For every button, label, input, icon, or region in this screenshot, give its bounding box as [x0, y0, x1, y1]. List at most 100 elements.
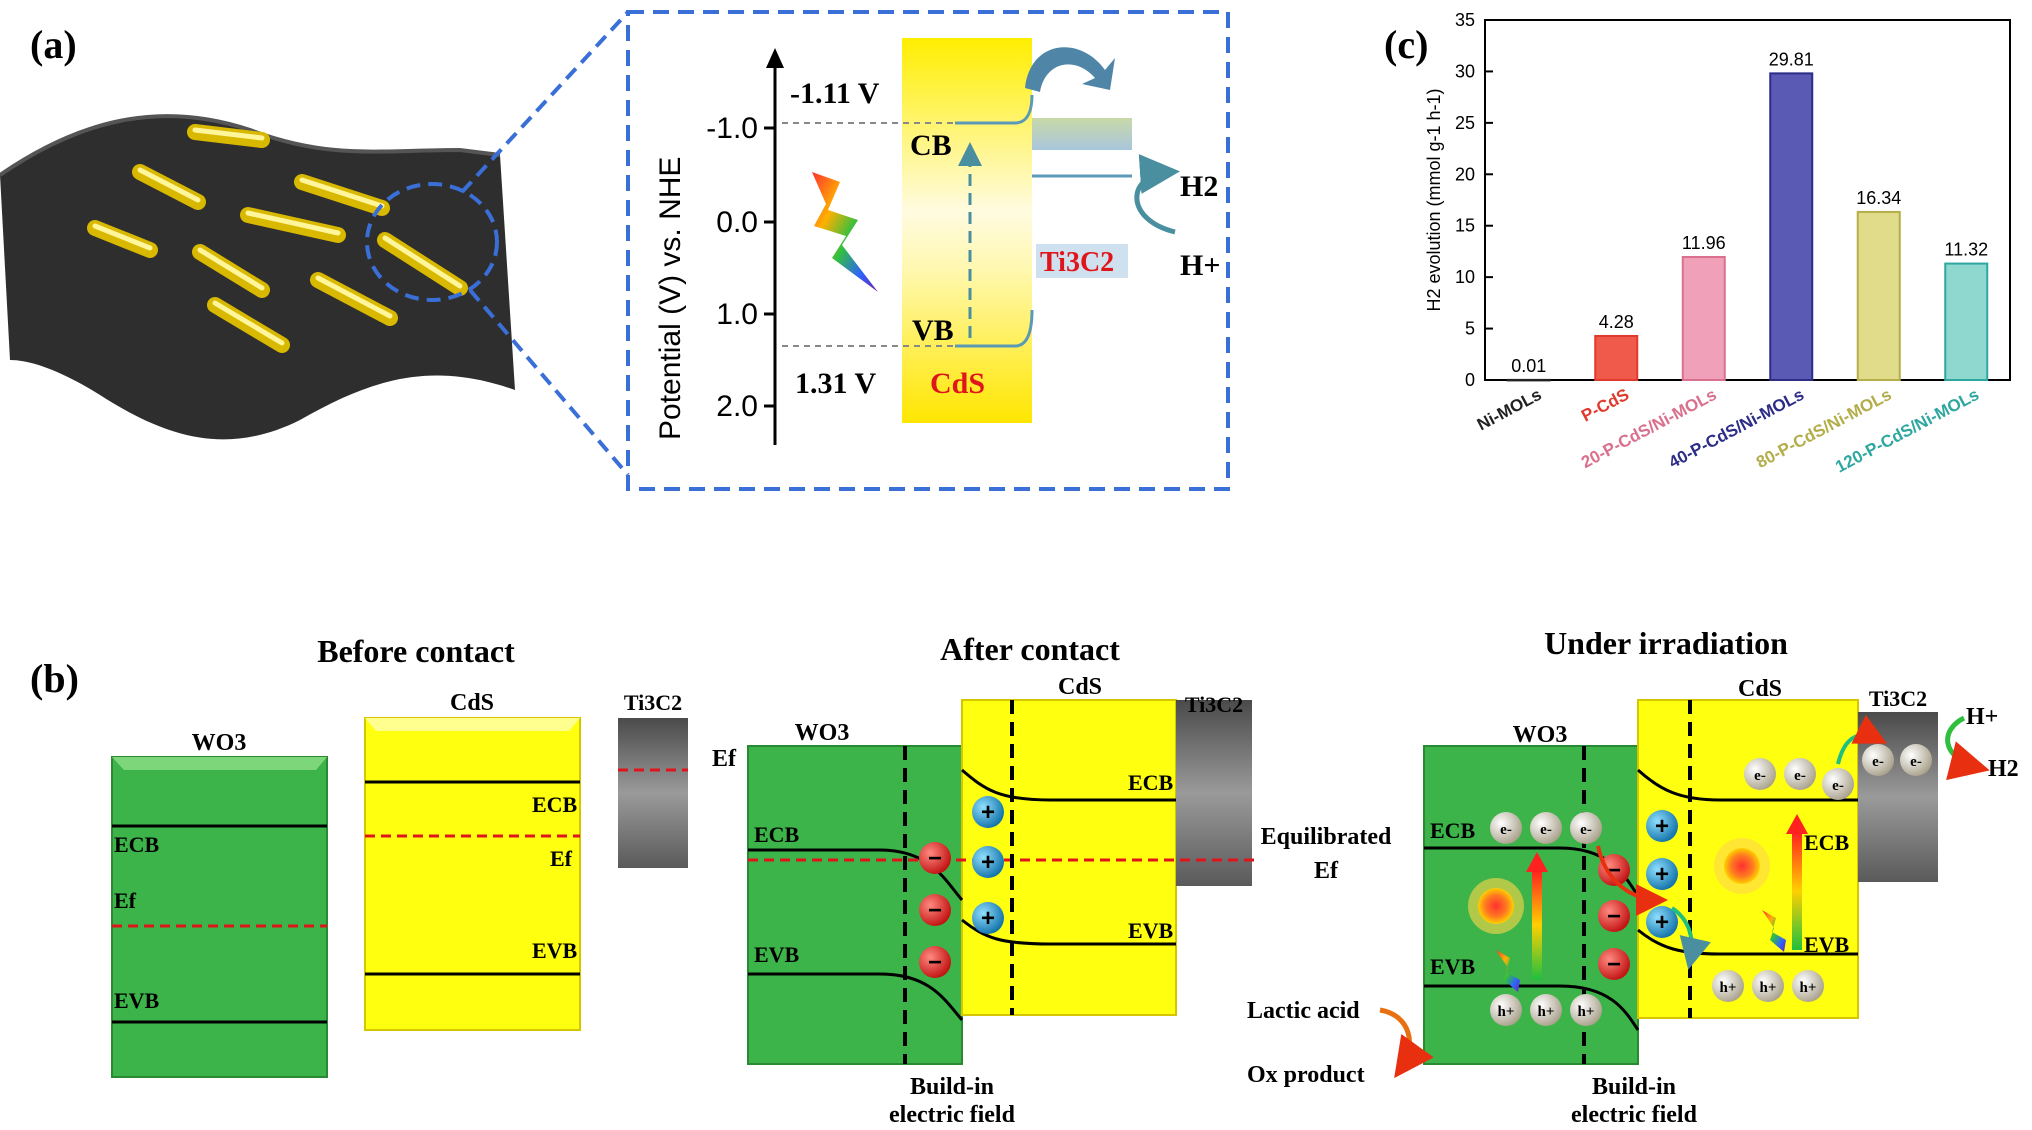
x-tick-label: 120-P-CdS/Ni-MOLs [1832, 385, 1982, 477]
ti3c2-label-bg [1036, 244, 1128, 278]
charge-minus: − [1598, 948, 1630, 980]
field-label-line1: Build-in [910, 1074, 994, 1100]
stage-title-irradiation: Under irradiation [1544, 625, 1788, 661]
hole-transfer-arrow [1670, 906, 1711, 970]
y-tick-label: 1.0 [716, 298, 758, 331]
ti3c2-label: Ti3C2 [624, 690, 682, 715]
h2-cycle-arrow [1134, 154, 1180, 235]
equilibrated-label-line1: Equilibrated [1261, 824, 1392, 850]
svg-text:−: − [1607, 951, 1621, 978]
svg-text:h+: h+ [1720, 980, 1737, 996]
ecb-label: ECB [114, 832, 160, 857]
ti3c2-block [1176, 700, 1252, 886]
zoom-circle [365, 182, 499, 302]
y-tick-label: 25 [1455, 113, 1475, 133]
ecb-label: ECB [532, 792, 578, 817]
field-label-line2: electric field [1571, 1102, 1698, 1128]
electron-particle: e- [1862, 744, 1894, 776]
bar-value-label: 16.34 [1856, 188, 1901, 208]
evb-label: EVB [114, 988, 160, 1013]
y-tick-label: 0 [1465, 370, 1475, 390]
lactic-acid-label: Lactic acid [1247, 998, 1360, 1024]
bar-value-label: 11.32 [1944, 240, 1988, 260]
evb-label: EVB [532, 938, 578, 963]
lightning-icon [1762, 910, 1786, 952]
svg-text:+: + [981, 799, 995, 826]
svg-text:e-: e- [1872, 754, 1884, 770]
svg-text:e-: e- [1832, 778, 1844, 794]
evb-label: EVB [1128, 918, 1174, 943]
hole-particle: h+ [1792, 970, 1824, 1002]
cb-label: CB [910, 129, 952, 162]
svg-text:+: + [1655, 813, 1669, 840]
electron-transfer-arrow [1836, 714, 1888, 765]
vb-label: VB [912, 314, 954, 347]
svg-text:e-: e- [1754, 768, 1766, 784]
sun-icon [1714, 838, 1770, 894]
y-tick-label: 10 [1455, 267, 1475, 287]
cds-label: CdS [450, 690, 494, 716]
ef-label: Ef [114, 888, 137, 913]
bar-value-label: 0.01 [1511, 356, 1546, 376]
svg-text:e-: e- [1794, 768, 1806, 784]
equilibrated-label-line2: Ef [1314, 858, 1339, 884]
h2-label: H2 [1988, 756, 2019, 782]
y-axis-label: H2 evolution (mmol g-1 h-1) [1424, 88, 1444, 311]
electron-particle: e- [1900, 744, 1932, 776]
svg-text:e-: e- [1910, 754, 1922, 770]
h-plus-label: H+ [1966, 704, 1998, 730]
charge-plus: + [972, 846, 1004, 878]
svg-text:−: − [928, 897, 942, 924]
svg-text:+: + [981, 849, 995, 876]
potential-axis: -1.0 0.0 1.0 2.0 Potential (V) vs. NHE [654, 48, 784, 445]
svg-text:−: − [1607, 903, 1621, 930]
wo3-label: WO3 [1513, 722, 1568, 748]
ti3c2-label: Ti3C2 [1040, 247, 1114, 278]
y-tick-label: 2.0 [716, 390, 758, 423]
evb-label: EVB [754, 942, 800, 967]
oxidation-arrow [1379, 1007, 1434, 1079]
bar-value-label: 11.96 [1682, 233, 1726, 253]
mxene-sheet-illustration [0, 114, 515, 440]
charge-minus: − [919, 894, 951, 926]
h2-label: H2 [1180, 170, 1218, 203]
evb-label: EVB [1430, 954, 1476, 979]
hole-particle: h+ [1712, 970, 1744, 1002]
ef-label: Ef [550, 846, 573, 871]
ecb-label: ECB [1804, 830, 1850, 855]
irradiation-diagram: WO3 CdS Ti3C2 ECB EVB ECB EVB e- [1247, 676, 2019, 1128]
electron-particle: e- [1784, 758, 1816, 790]
svg-text:e-: e- [1500, 822, 1512, 838]
cds-band-block [902, 38, 1032, 423]
charge-plus: + [1646, 858, 1678, 890]
wo3-block [111, 756, 328, 1078]
cb-potential-label: -1.11 V [790, 77, 880, 110]
bar-value-label: 4.28 [1599, 312, 1634, 332]
charge-minus: − [919, 946, 951, 978]
panel-label-c: (c) [1384, 22, 1428, 67]
cds-label: CdS [1738, 676, 1782, 702]
y-tick-label: 15 [1455, 216, 1475, 236]
charge-plus: + [972, 796, 1004, 828]
svg-text:+: + [1655, 861, 1669, 888]
panel-label-a: (a) [30, 22, 77, 67]
bar-value-label: 29.81 [1769, 49, 1814, 69]
y-tick-label: -1.0 [706, 112, 758, 145]
field-label-line2: electric field [889, 1102, 1016, 1128]
svg-text:+: + [981, 905, 995, 932]
inset-box [626, 10, 1230, 491]
evb-label: EVB [1804, 932, 1850, 957]
electron-transfer-arrow [1596, 845, 1668, 916]
bar [1856, 210, 1901, 381]
bar [1769, 72, 1814, 382]
ti3c2-label: Ti3C2 [1185, 692, 1243, 717]
charge-plus: + [972, 902, 1004, 934]
y-axis-label: Potential (V) vs. NHE [654, 157, 687, 440]
svg-text:e-: e- [1540, 822, 1552, 838]
electron-particle: e- [1570, 812, 1602, 844]
excitation-arrow [1532, 870, 1542, 980]
vb-potential-label: 1.31 V [795, 367, 876, 400]
electron-particle: e- [1744, 758, 1776, 790]
